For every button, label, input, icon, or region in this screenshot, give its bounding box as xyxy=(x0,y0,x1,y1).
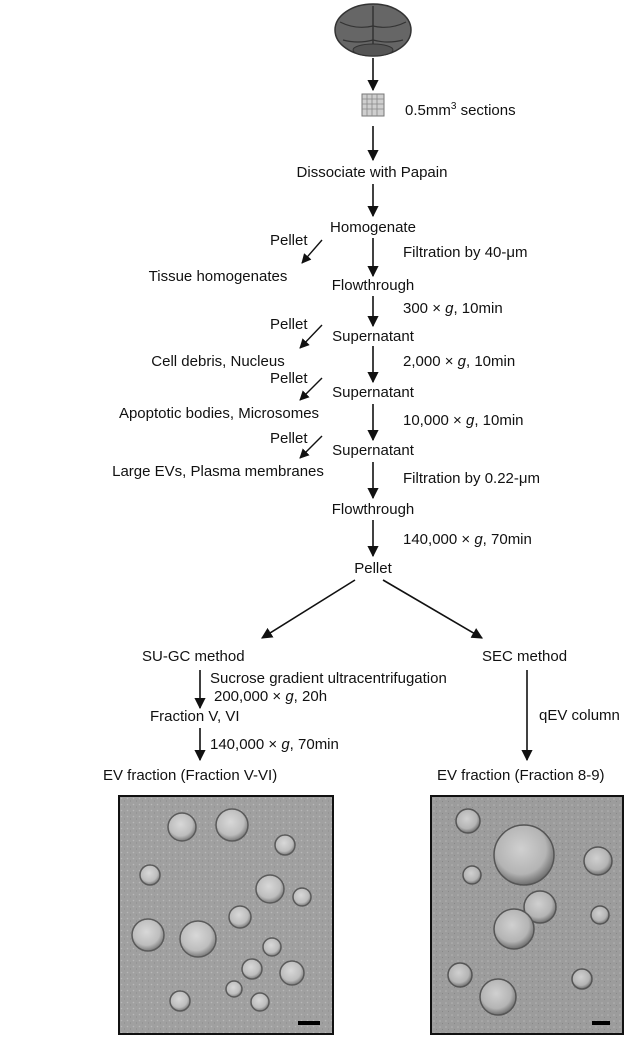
tem-micrograph-left xyxy=(118,795,334,1035)
pellet-product-1: Tissue homogenates xyxy=(148,268,288,285)
spin-200000-step: 200,000 × g, 20h xyxy=(214,688,328,705)
supernatant-label-3: Supernatant xyxy=(332,442,414,459)
supernatant-label-1: Supernatant xyxy=(332,328,414,345)
arrow-pellet-4 xyxy=(299,435,323,459)
spin-10000-step: 10,000 × g, 10min xyxy=(403,412,524,429)
scale-bar-right xyxy=(592,1021,610,1025)
spin-140000-left-step: 140,000 × g, 70min xyxy=(210,736,339,753)
g-force-symbol: g xyxy=(445,300,454,317)
spin-300-step: 300 × g, 10min xyxy=(403,300,503,317)
arrow-pellet-to-sugc xyxy=(261,579,356,639)
scale-bar-left xyxy=(298,1021,320,1025)
tem-micrograph-right xyxy=(430,795,624,1035)
brain-icon xyxy=(334,3,412,57)
arrow-pellet-to-sec xyxy=(382,579,483,639)
g-force-symbol: g xyxy=(474,531,483,548)
pellet-product-2: Cell debris, Nucleus xyxy=(151,353,285,370)
sections-text: 0.5mm xyxy=(405,102,451,119)
sections-superscript: 3 xyxy=(450,101,457,112)
arrow-pellet-3 xyxy=(299,377,323,401)
qev-column-step: qEV column xyxy=(539,707,620,724)
arrow-pellet-1 xyxy=(301,239,323,264)
pellet-final-label: Pellet xyxy=(354,560,392,577)
spin-140000-step: 140,000 × g, 70min xyxy=(403,531,532,548)
sugc-method-label: SU-GC method xyxy=(142,648,245,665)
spin-2000-step: 2,000 × g, 10min xyxy=(403,353,516,370)
tissue-section-icon xyxy=(361,93,385,117)
flowthrough-label-2: Flowthrough xyxy=(331,501,415,518)
g-force-symbol: g xyxy=(281,736,290,753)
filtration-40-step: Filtration by 40-μm xyxy=(403,244,528,261)
flowthrough-label-1: Flowthrough xyxy=(331,277,415,294)
fraction-label: Fraction V, VI xyxy=(150,708,240,725)
g-force-symbol: g xyxy=(457,353,466,370)
pellet-label-3: Pellet xyxy=(270,370,308,387)
sections-label: 0.5mm3 sections xyxy=(405,102,516,120)
arrow-pellet-2 xyxy=(299,324,323,349)
pellet-label-1: Pellet xyxy=(270,232,308,249)
sections-tail: sections xyxy=(456,102,516,119)
dissociate-step: Dissociate with Papain xyxy=(296,164,448,181)
filtration-022-step: Filtration by 0.22-μm xyxy=(403,470,541,487)
g-force-symbol: g xyxy=(285,688,294,705)
pellet-label-4: Pellet xyxy=(270,430,308,447)
g-force-symbol: g xyxy=(465,412,475,429)
ev-fraction-left-label: EV fraction (Fraction V-VI) xyxy=(103,767,278,784)
pellet-label-2: Pellet xyxy=(270,316,308,333)
sucrose-gradient-step: Sucrose gradient ultracentrifugation xyxy=(210,670,447,687)
homogenate-label: Homogenate xyxy=(330,219,416,236)
pellet-product-3: Apoptotic bodies, Microsomes xyxy=(118,405,320,422)
supernatant-label-2: Supernatant xyxy=(332,384,414,401)
ev-fraction-right-label: EV fraction (Fraction 8-9) xyxy=(437,767,605,784)
pellet-product-4: Large EVs, Plasma membranes xyxy=(112,463,324,480)
sec-method-label: SEC method xyxy=(482,648,568,665)
